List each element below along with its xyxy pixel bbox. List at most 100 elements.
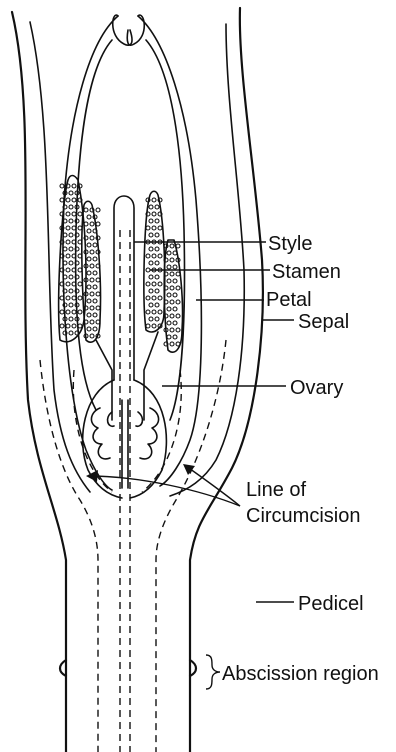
pollen-grain [93, 243, 97, 247]
pollen-grain [149, 219, 153, 223]
pollen-grain [93, 327, 97, 331]
pollen-grain [158, 254, 162, 258]
pollen-grain [87, 285, 91, 289]
label-circumcision: Circumcision [246, 505, 360, 527]
pollen-grain [170, 314, 174, 318]
pollen-grain [152, 324, 156, 328]
pollen-grain [69, 261, 73, 265]
pollen-grain [158, 282, 162, 286]
pollen-grain [167, 265, 171, 269]
pollen-grain [152, 212, 156, 216]
pollen-grain [66, 268, 70, 272]
pollen-grain [93, 285, 97, 289]
pollen-grain [66, 296, 70, 300]
pollen-grain [173, 321, 177, 325]
label-sepal: Sepal [298, 311, 349, 333]
pollen-grain [146, 310, 150, 314]
pollen-grain [66, 240, 70, 244]
pollen-grain [84, 208, 88, 212]
pollen-grain [69, 233, 73, 237]
label-abscission-region: Abscission region [222, 663, 379, 685]
pollen-grain [93, 313, 97, 317]
pollen-grain [155, 261, 159, 265]
pollen-grain [66, 324, 70, 328]
pollen-grain [167, 321, 171, 325]
pollen-grain [173, 265, 177, 269]
pollen-grain [90, 334, 94, 338]
pollen-grain [176, 342, 180, 346]
label-line-of: Line of [246, 479, 306, 501]
pollen-grain [158, 296, 162, 300]
pollen-grain [78, 212, 82, 216]
pollen-grain [146, 324, 150, 328]
pollen-grain [78, 310, 82, 314]
pollen-grain [93, 299, 97, 303]
pollen-grain [152, 282, 156, 286]
pollen-grain [149, 289, 153, 293]
pollen-grain [87, 313, 91, 317]
pollen-grain [69, 219, 73, 223]
pollen-grain [87, 327, 91, 331]
pollen-grain [60, 324, 64, 328]
pollen-grain [170, 286, 174, 290]
pollen-grain [149, 275, 153, 279]
pollen-grain [66, 254, 70, 258]
pollen-grain [173, 293, 177, 297]
pollen-grain [69, 289, 73, 293]
pollen-grain [90, 306, 94, 310]
pollen-grain [176, 272, 180, 276]
pollen-grain [152, 226, 156, 230]
pollen-grain [176, 244, 180, 248]
pollen-grain [90, 222, 94, 226]
pollen-grain [170, 272, 174, 276]
pollen-grain [170, 244, 174, 248]
pollen-grain [90, 320, 94, 324]
pollen-grain [69, 205, 73, 209]
pollen-grain [90, 292, 94, 296]
pollen-grain [146, 254, 150, 258]
pollen-grain [69, 275, 73, 279]
pollen-grain [146, 282, 150, 286]
pollen-grain [72, 296, 76, 300]
pollen-grain [93, 271, 97, 275]
pollen-grain [87, 271, 91, 275]
pollen-grain [66, 310, 70, 314]
pollen-grain [155, 233, 159, 237]
pollen-grain [90, 264, 94, 268]
pollen-grain [96, 306, 100, 310]
pollen-grain [72, 212, 76, 216]
pollen-grain [155, 289, 159, 293]
pollen-grain [87, 243, 91, 247]
abscission-notch [60, 660, 196, 676]
pollen-grain [167, 335, 171, 339]
pollen-grain [158, 310, 162, 314]
pollen-grain [60, 184, 64, 188]
pollen-grain [69, 191, 73, 195]
pollen-grain [146, 226, 150, 230]
pollen-grain [96, 222, 100, 226]
pollen-grain [66, 212, 70, 216]
pollen-grain [155, 247, 159, 251]
pollen-grain [170, 258, 174, 262]
label-pedicel: Pedicel [298, 593, 364, 615]
pollen-grain [96, 208, 100, 212]
pollen-grain [152, 198, 156, 202]
pollen-grain [170, 342, 174, 346]
pollen-grain [167, 293, 171, 297]
pollen-grain [66, 198, 70, 202]
pollen-grain [152, 310, 156, 314]
pollen-grain [173, 279, 177, 283]
pollen-grain [72, 184, 76, 188]
pollen-grain [149, 205, 153, 209]
circumcision-arrows [86, 464, 240, 506]
vascular-traces [40, 230, 226, 752]
pollen-grain [69, 331, 73, 335]
pollen-grain [90, 278, 94, 282]
pollen-grain [66, 282, 70, 286]
pollen-grain [87, 215, 91, 219]
pollen-grain [158, 226, 162, 230]
pollen-grain [87, 229, 91, 233]
pollen-grain [149, 317, 153, 321]
pollen-grain [149, 247, 153, 251]
